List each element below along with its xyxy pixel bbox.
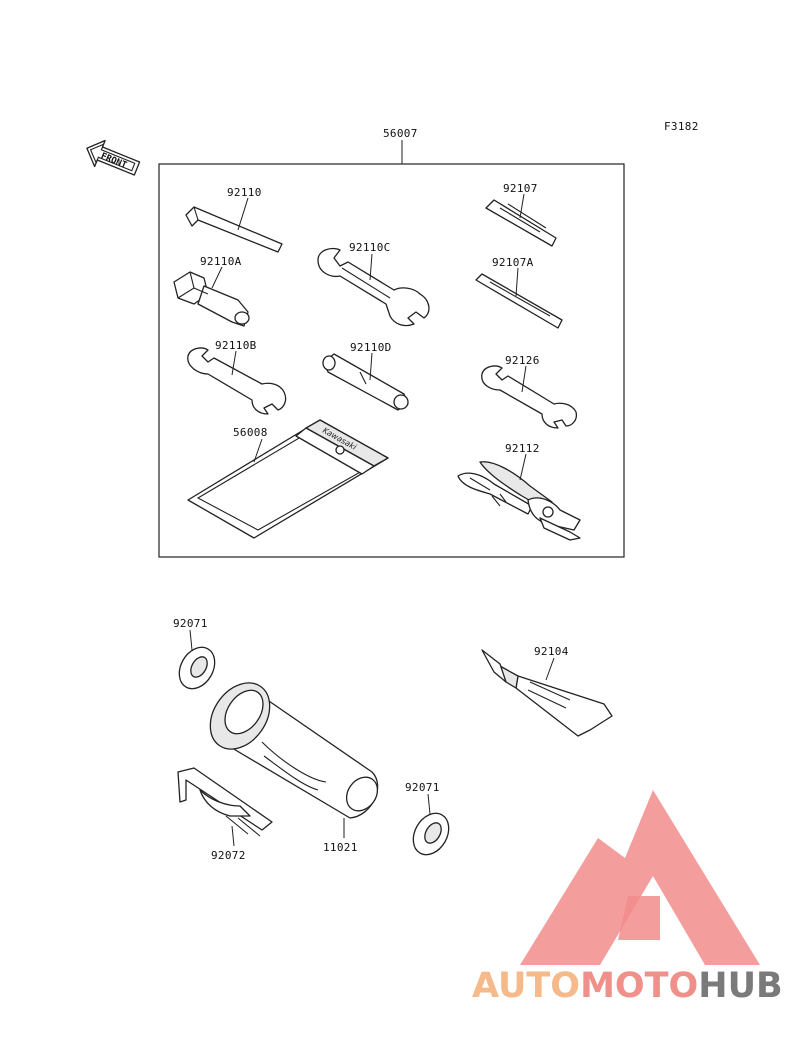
label-11021: 11021 [323,841,358,854]
watermark-part2: MOTO [580,966,698,1006]
label-92107: 92107 [503,182,538,195]
open-end-wrench-92110B [187,347,287,415]
label-92110: 92110 [227,186,262,199]
label-92107A: 92107A [492,256,534,269]
label-92126: 92126 [505,354,540,367]
screwdriver-92107 [485,193,557,247]
watermark-part3: HUB [698,966,782,1006]
tool-bag-56008: Kawasaki [187,419,389,539]
label-92110A: 92110A [200,255,242,268]
label-92104: 92104 [534,645,569,658]
screwdriver-92107A [475,267,563,329]
front-arrow-icon: FRONT [86,139,141,176]
watermark-text: AUTOMOTOHUB [472,966,783,1006]
label-92071-bottom: 92071 [405,781,440,794]
washer-92071-bottom [412,793,450,856]
pliers-92112 [457,453,581,541]
kit-label: 56007 [383,127,418,140]
open-end-wrench-92110C [317,247,430,327]
grease-tube-92104 [481,649,613,737]
label-92110B: 92110B [215,339,257,352]
filter-cartridge-11021 [209,682,379,838]
open-end-wrench-92126 [481,365,578,429]
logo-inner-shape [618,896,660,940]
label-92072: 92072 [211,849,246,862]
watermark-part1: AUTO [472,966,580,1006]
label-92110D: 92110D [350,341,392,354]
label-56008: 56008 [233,426,268,439]
label-92071-top: 92071 [173,617,208,630]
box-wrench-92110D [322,352,409,411]
hex-key-92110 [185,197,283,253]
washer-92071-top [178,629,216,690]
logo-outer-triangle [520,790,760,965]
tool-kit-frame [158,163,625,558]
label-92112: 92112 [505,442,540,455]
figure-code: F3182 [664,120,699,133]
socket-wrench-92110A [173,266,250,327]
clamp-92072 [177,767,273,847]
label-92110C: 92110C [349,241,391,254]
automotohub-logo-icon: AUTOMOTOHUB [472,790,783,1006]
